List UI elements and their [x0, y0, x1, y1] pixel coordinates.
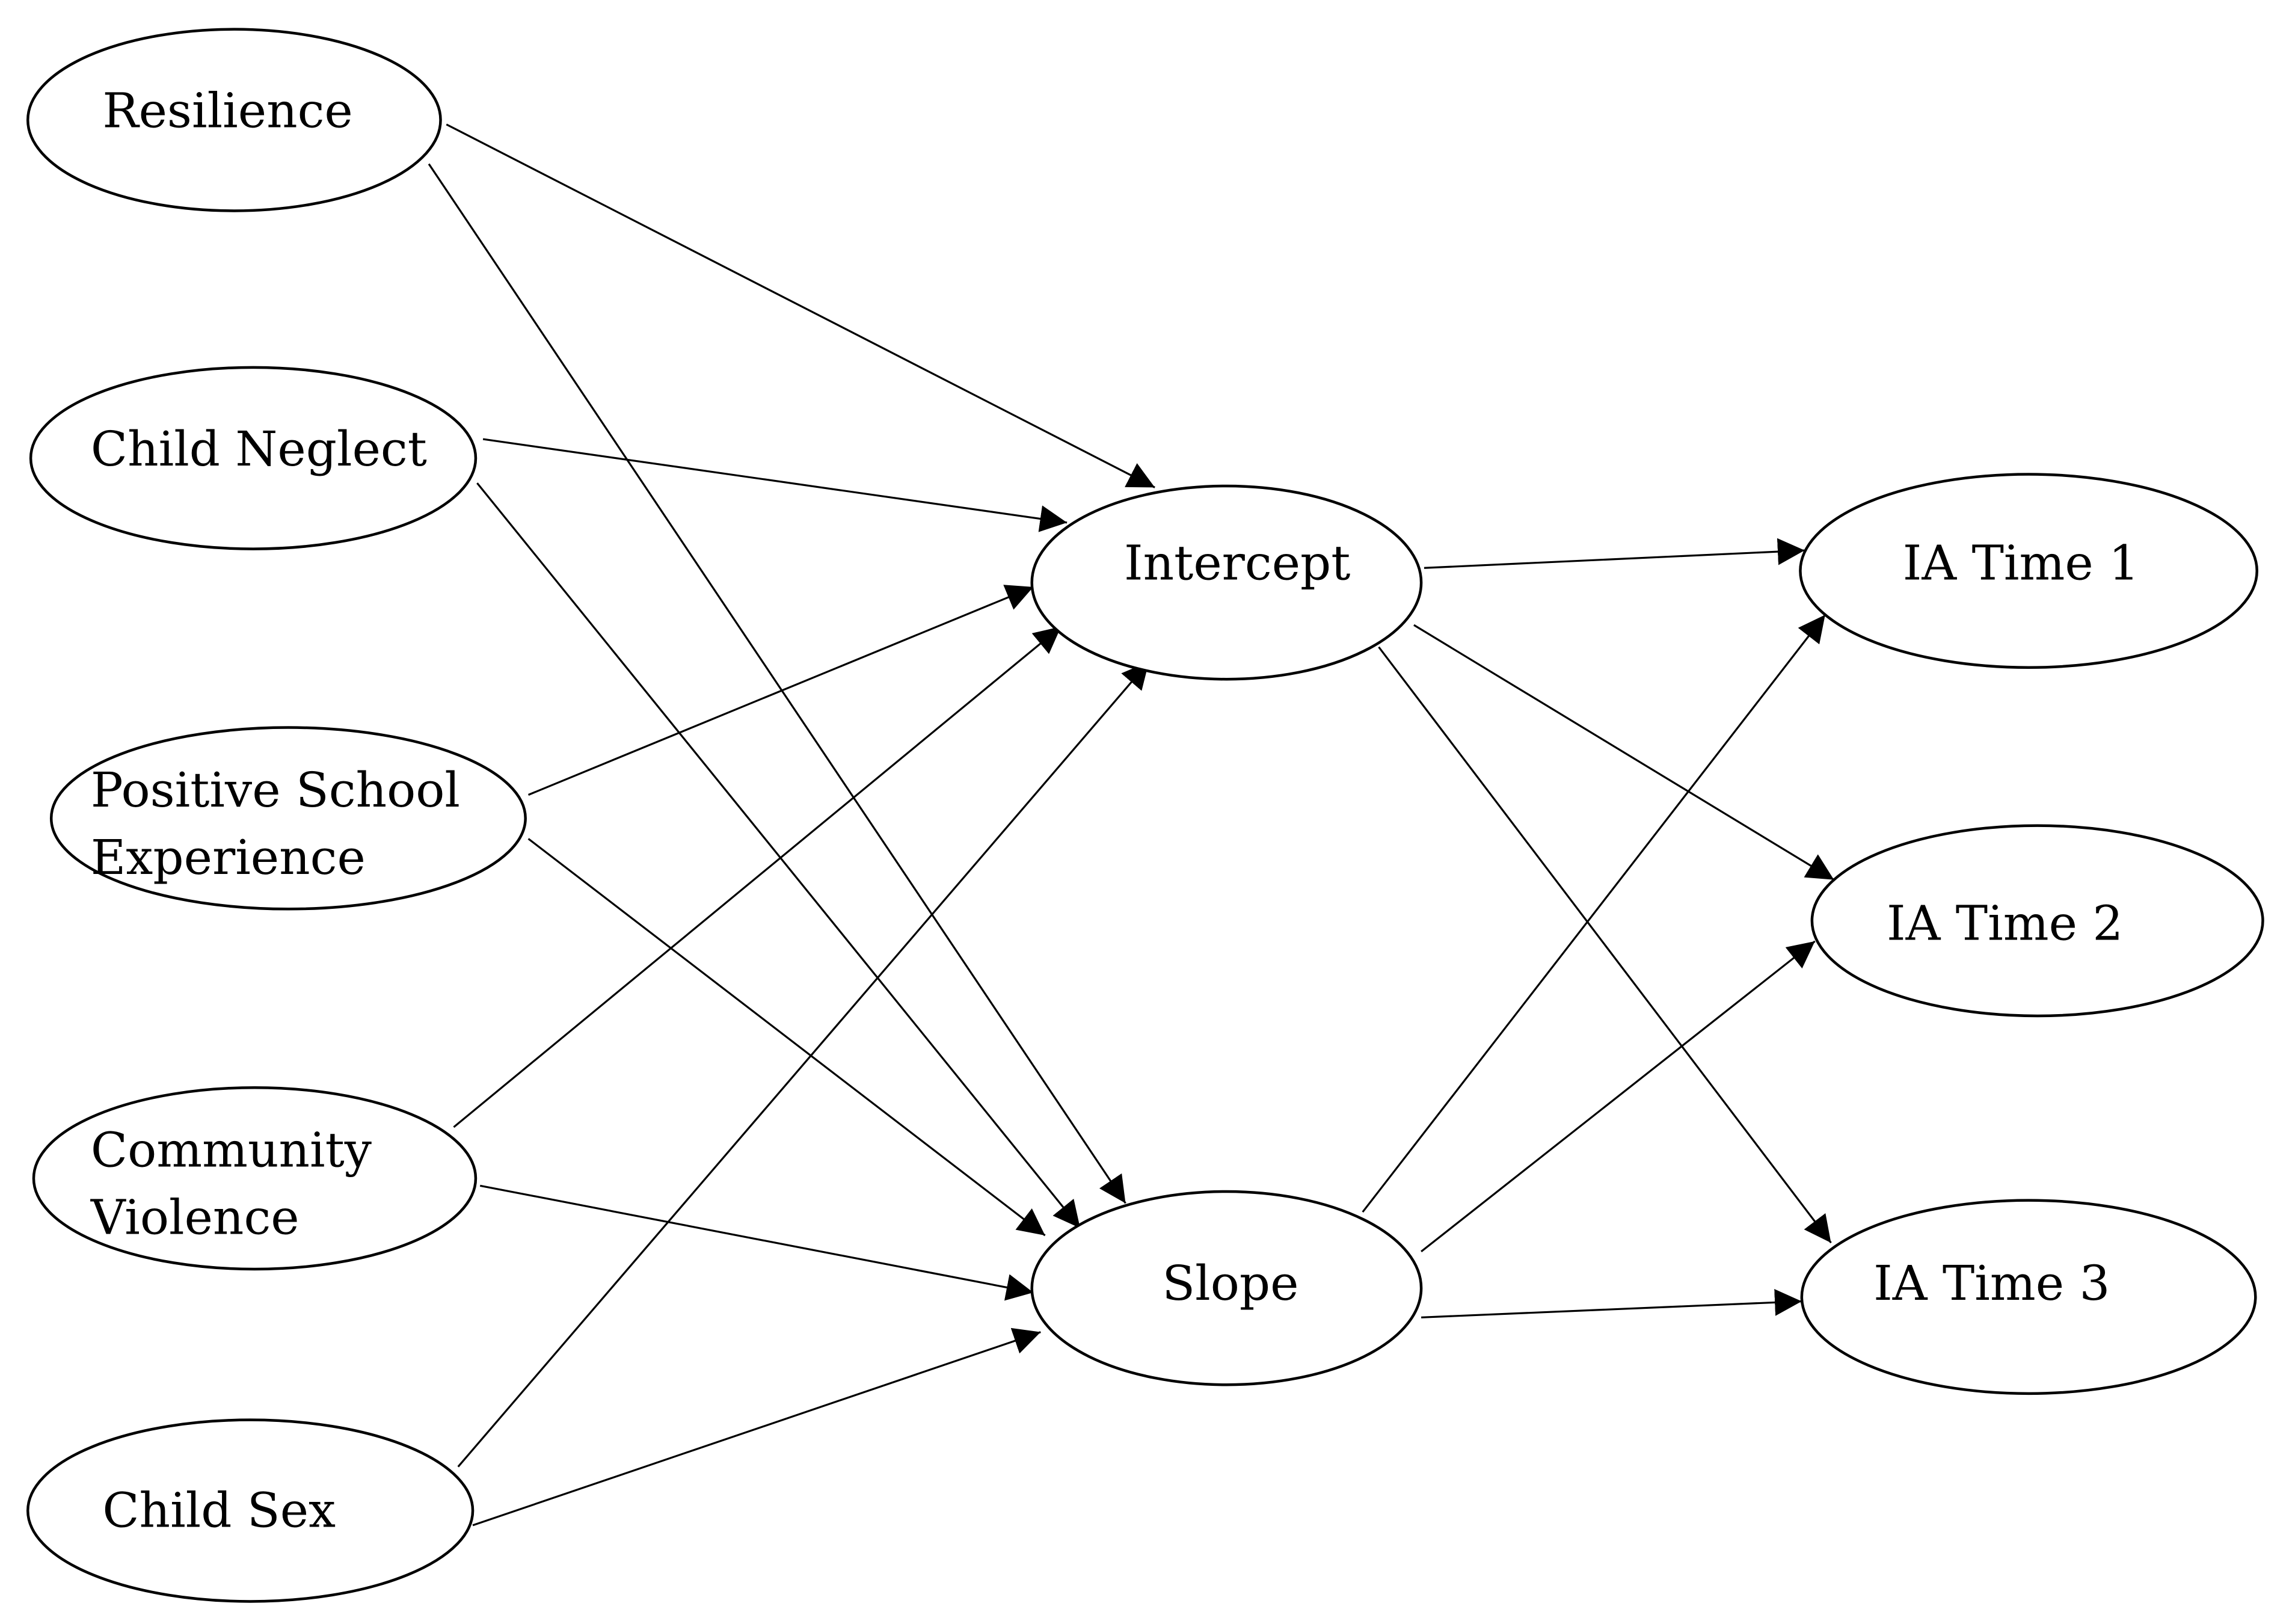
node-label-child-sex: Child Sex	[102, 1482, 336, 1538]
arrow-community-violence-to-slope	[479, 1184, 1034, 1301]
arrow-resilience-to-intercept	[446, 123, 1155, 488]
node-label-community-violence-line-2: Violence	[90, 1190, 300, 1246]
arrow-positive-school-experience-to-slope	[527, 838, 1046, 1237]
node-label-intercept: Intercept	[1124, 535, 1350, 591]
node-label-community-violence-line-1: Community	[91, 1122, 372, 1178]
node-ia-time-1: IA Time 1	[1799, 473, 2258, 669]
arrow-child-sex-to-slope	[472, 1327, 1041, 1527]
node-ellipse-intercept	[1030, 484, 1423, 681]
node-ellipse-slope	[1030, 1190, 1423, 1386]
node-ellipse-community-violence	[32, 1086, 478, 1271]
node-child-neglect: Child Neglect	[29, 366, 478, 550]
node-ellipse-ia-time-3	[1800, 1199, 2257, 1395]
node-label-ia-time-3: IA Time 3	[1873, 1255, 2110, 1311]
node-ia-time-2: IA Time 2	[1810, 824, 2264, 1018]
arrow-child-neglect-to-intercept	[482, 438, 1068, 532]
arrow-child-neglect-to-slope	[476, 482, 1081, 1229]
node-ellipse-child-neglect	[29, 366, 478, 550]
node-ellipse-child-sex	[26, 1418, 475, 1603]
arrow-community-violence-to-intercept	[453, 626, 1062, 1128]
node-ellipse-resilience	[26, 28, 442, 212]
arrow-intercept-to-ia-time-2	[1413, 624, 1835, 881]
arrow-intercept-to-ia-time-3	[1378, 646, 1832, 1244]
arrow-positive-school-experience-to-intercept	[527, 585, 1034, 796]
arrow-slope-to-ia-time-2	[1421, 940, 1816, 1253]
node-label-slope: Slope	[1162, 1255, 1298, 1311]
node-label-positive-school-experience-line-1: Positive School	[91, 762, 460, 818]
node-ellipse-ia-time-1	[1799, 473, 2258, 669]
node-slope: Slope	[1030, 1190, 1423, 1386]
node-ellipse-positive-school-experience	[49, 726, 527, 911]
arrow-slope-to-ia-time-1	[1362, 614, 1826, 1213]
node-label-child-neglect: Child Neglect	[91, 421, 427, 477]
node-intercept: Intercept	[1030, 484, 1423, 681]
node-ia-time-3: IA Time 3	[1800, 1199, 2257, 1395]
node-label-ia-time-2: IA Time 2	[1887, 895, 2123, 951]
node-resilience: Resilience	[26, 28, 442, 212]
node-label-resilience: Resilience	[102, 83, 352, 139]
arrow-child-sex-to-intercept	[457, 660, 1150, 1468]
node-child-sex: Child Sex	[26, 1418, 475, 1603]
arrow-slope-to-ia-time-3	[1421, 1289, 1802, 1318]
arrow-intercept-to-ia-time-1	[1424, 538, 1805, 569]
node-label-ia-time-1: IA Time 1	[1903, 535, 2139, 591]
node-ellipse-ia-time-2	[1810, 824, 2264, 1018]
arrow-resilience-to-slope	[428, 163, 1126, 1204]
edges	[428, 123, 1835, 1527]
node-label-positive-school-experience-line-2: Experience	[91, 829, 366, 885]
